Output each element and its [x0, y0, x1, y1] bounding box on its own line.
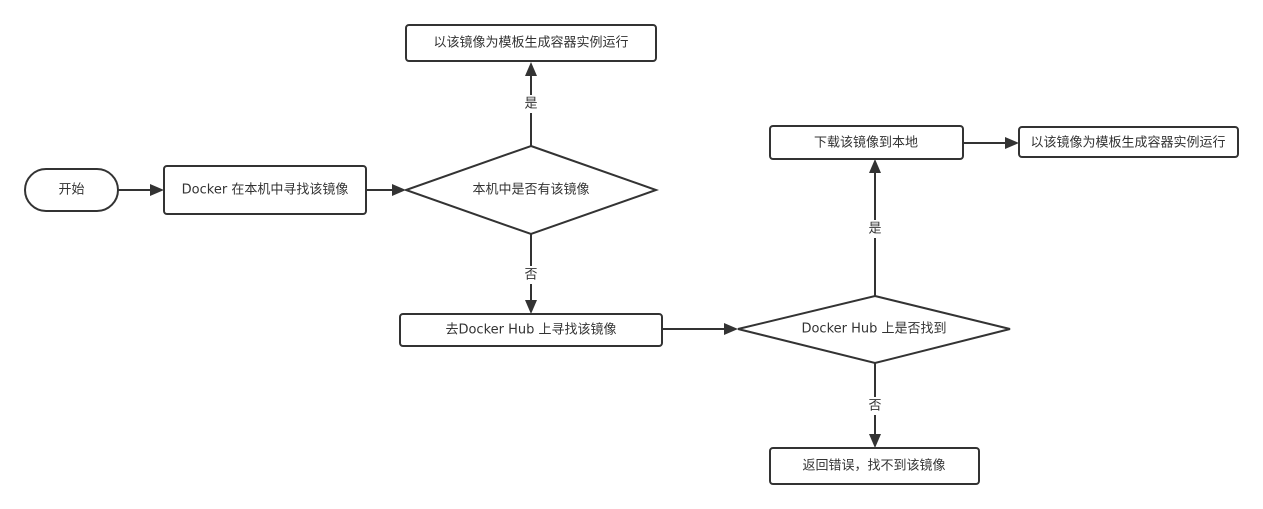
node-error: 返回错误，找不到该镜像 — [769, 447, 980, 485]
edge-find-local-to-decision — [366, 184, 406, 196]
svg-text:以该镜像为模板生成容器实例运行: 以该镜像为模板生成容器实例运行 — [433, 35, 628, 51]
svg-text:下载该镜像到本地: 下载该镜像到本地 — [814, 136, 918, 151]
svg-text:Docker 在本机中寻找该镜像: Docker 在本机中寻找该镜像 — [182, 183, 349, 198]
node-hub-decision: Docker Hub 上是否找到 — [737, 294, 1011, 365]
node-find-hub: 去Docker Hub 上寻找该镜像 — [399, 313, 663, 347]
svg-text:开始: 开始 — [58, 183, 84, 198]
svg-text:去Docker Hub 上寻找该镜像: 去Docker Hub 上寻找该镜像 — [445, 323, 616, 338]
svg-text:否: 否 — [868, 399, 881, 414]
svg-text:以该镜像为模板生成容器实例运行: 以该镜像为模板生成容器实例运行 — [1030, 135, 1225, 151]
node-find-local: Docker 在本机中寻找该镜像 — [163, 165, 367, 215]
node-download: 下载该镜像到本地 — [769, 125, 964, 160]
svg-text:是: 是 — [868, 222, 881, 237]
node-local-decision: 本机中是否有该镜像 — [402, 144, 660, 236]
svg-text:否: 否 — [524, 268, 537, 283]
edge-find-hub-to-decision — [662, 323, 738, 335]
edge-label-hub-yes: 是 — [866, 220, 884, 238]
node-run-local: 以该镜像为模板生成容器实例运行 — [405, 24, 657, 62]
edge-download-to-run — [963, 137, 1019, 149]
svg-text:Docker Hub 上是否找到: Docker Hub 上是否找到 — [801, 322, 946, 337]
svg-text:返回错误，找不到该镜像: 返回错误，找不到该镜像 — [802, 459, 945, 474]
svg-text:本机中是否有该镜像: 本机中是否有该镜像 — [472, 183, 589, 198]
edge-label-hub-no: 否 — [866, 397, 884, 415]
node-run-hub: 以该镜像为模板生成容器实例运行 — [1018, 126, 1239, 158]
edge-start-to-find-local — [118, 184, 164, 196]
edge-label-local-no: 否 — [522, 266, 540, 284]
node-start: 开始 — [24, 168, 119, 212]
svg-text:是: 是 — [524, 97, 537, 112]
edge-label-local-yes: 是 — [522, 95, 540, 113]
